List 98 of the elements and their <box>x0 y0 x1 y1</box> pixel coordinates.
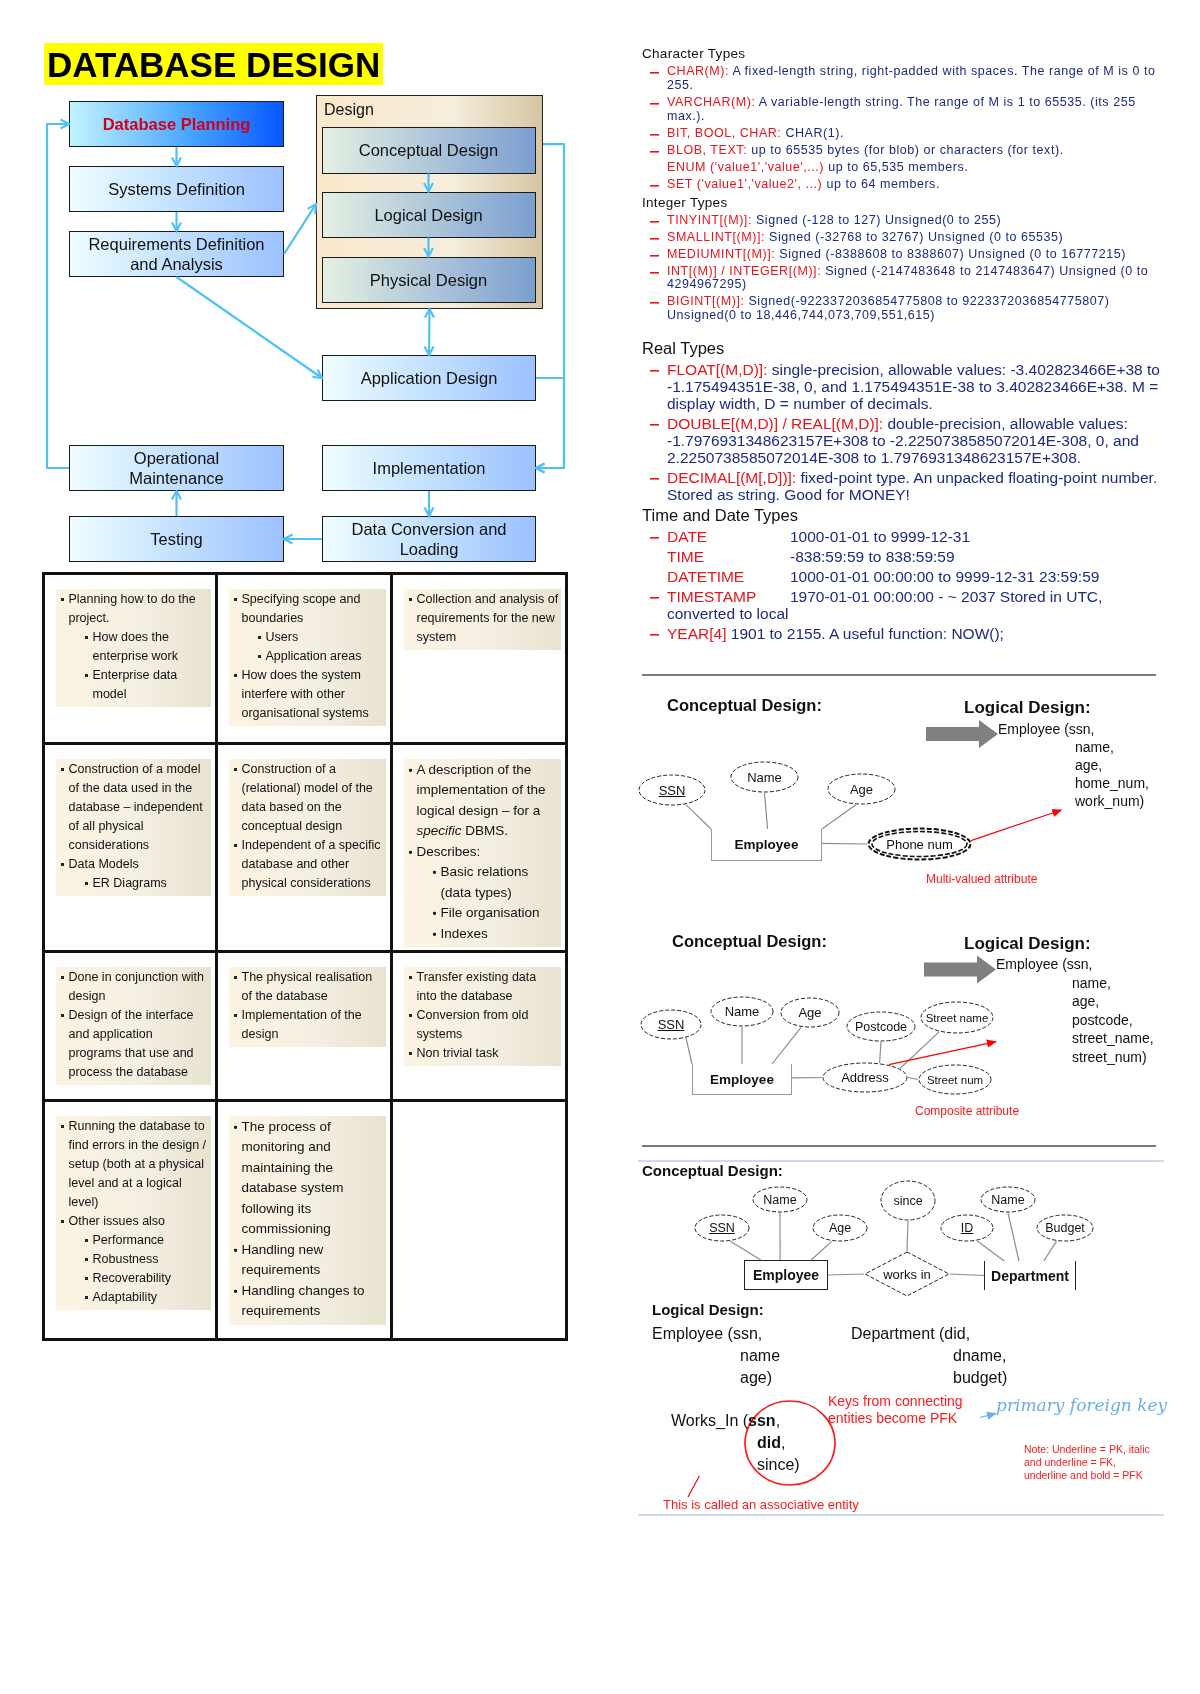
connector-line <box>685 804 712 830</box>
section-heading: Conceptual Design: <box>667 696 822 715</box>
connector-line <box>878 1041 882 1064</box>
annotation-text: This is called an associative entity <box>663 1497 913 1512</box>
relation-schema: Employee (ssn, name, age, postcode, street_name, street_num) <box>996 955 1154 1066</box>
attribute-ellipse: Name <box>710 996 774 1027</box>
attribute-ellipse: Postcode <box>846 1011 916 1042</box>
connector-line <box>949 1273 985 1277</box>
arrow <box>888 1039 997 1066</box>
arrow <box>170 147 183 168</box>
process-box: Testing <box>69 516 284 562</box>
attribute-ellipse: Age <box>812 1214 868 1242</box>
section-heading: Logical Design: <box>964 934 1091 954</box>
connector-line <box>976 1240 1005 1262</box>
section-heading: Character Types <box>642 46 747 62</box>
section-heading: Integer Types <box>642 194 729 211</box>
arrow <box>422 173 435 193</box>
attribute-ellipse: SSN <box>694 1214 750 1242</box>
leader-line <box>687 1475 700 1498</box>
annotation-text: Multi-valued attribute <box>926 872 1038 886</box>
connector-line <box>899 1031 940 1070</box>
process-box: Operational Maintenance <box>69 445 284 491</box>
annotation-text: Keys from connecting entities become PFK <box>828 1393 980 1427</box>
handwritten-note: primary foreign key <box>996 1393 1174 1417</box>
arrow <box>170 489 183 516</box>
connector-line <box>810 1240 833 1261</box>
arrow <box>422 237 435 258</box>
process-box: Conceptual Design <box>321 126 536 174</box>
arrow <box>979 1411 997 1420</box>
relation-schema: Employee (ssn, name age) <box>652 1324 781 1388</box>
arrow <box>45 118 71 470</box>
annotation-text: Composite attribute <box>915 1104 1020 1118</box>
arrow <box>423 491 435 518</box>
attribute-ellipse: Budget <box>1036 1214 1094 1242</box>
connector-line <box>907 1076 919 1081</box>
attribute-ellipse: Address <box>822 1062 908 1093</box>
multivalued-attribute-ellipse: Phone num <box>867 827 972 861</box>
connector-line <box>779 1212 781 1261</box>
attribute-ellipse: since <box>880 1180 936 1221</box>
connector-line <box>1043 1240 1057 1262</box>
process-box: Physical Design <box>321 256 536 303</box>
attribute-ellipse: SSN <box>640 1009 702 1040</box>
entity-box: Department <box>984 1261 1076 1290</box>
entity-box: Employee <box>692 1064 792 1095</box>
attribute-ellipse: Name <box>980 1186 1036 1213</box>
entity-box: Employee <box>744 1260 828 1290</box>
relationship-diamond: works in <box>864 1251 950 1297</box>
group-title: Design <box>324 101 374 119</box>
section-heading: Real Types <box>642 339 726 358</box>
arrow <box>534 376 566 474</box>
connector-line <box>685 1037 693 1065</box>
group-box <box>316 95 543 309</box>
process-box: Application Design <box>322 355 536 401</box>
type-definition: DATETIME 1000-01-01 00:00:00 to 9999-12-31 23:59:59 <box>666 568 1101 585</box>
attribute-ellipse: Street name <box>920 1001 994 1034</box>
attribute-ellipse: Name <box>730 761 799 793</box>
attribute-ellipse: Age <box>780 997 840 1028</box>
section-heading: Logical Design: <box>652 1301 764 1318</box>
block-arrow <box>926 720 998 748</box>
page-title: DATABASE DESIGN <box>44 43 384 85</box>
connector-line <box>763 792 769 830</box>
arrow <box>175 276 324 380</box>
section-heading: Conceptual Design: <box>672 932 827 951</box>
process-box: Requirements Definition and Analysis <box>69 231 284 277</box>
connector-line <box>906 1220 909 1252</box>
arrow <box>423 307 435 357</box>
connector-line <box>729 1240 762 1261</box>
connector-line <box>827 1273 865 1276</box>
relation-schema: Employee (ssn, name, age, home_num, work_num) <box>998 720 1149 810</box>
entity-box: Employee <box>711 829 822 861</box>
connector-line <box>771 1026 802 1065</box>
process-box: Database Planning <box>69 101 284 147</box>
process-box: Logical Design <box>321 191 536 238</box>
process-box: Data Conversion and Loading <box>322 516 536 562</box>
section-heading: Conceptual Design: <box>642 1162 783 1179</box>
connector-line <box>821 842 868 845</box>
type-definition: TIME -838:59:59 to 838:59:59 <box>666 548 956 565</box>
arrow <box>283 203 318 255</box>
attribute-ellipse: Name <box>752 1186 808 1213</box>
section-heading: Logical Design: <box>964 698 1091 718</box>
block-arrow <box>924 955 996 984</box>
type-definition: ENUM ('value1','value',...) up to 65,535 members. <box>666 160 970 175</box>
arrow <box>170 212 183 233</box>
attribute-ellipse: Street num <box>918 1064 992 1095</box>
process-box: Systems Definition <box>69 166 284 212</box>
relation-schema: Department (did, dname, budget) <box>851 1324 1008 1388</box>
connector-line <box>1007 1212 1020 1262</box>
connector-line <box>821 804 857 830</box>
attribute-ellipse: SSN <box>638 774 706 806</box>
note-text: Note: Underline = PK, italic and underline = FK, underline and bold = PFK <box>1024 1443 1151 1482</box>
connector-line <box>741 1026 743 1065</box>
attribute-ellipse: Age <box>827 773 896 805</box>
arrow <box>282 533 322 545</box>
connector-line <box>791 1076 823 1079</box>
arrow <box>970 809 1063 842</box>
attribute-ellipse: ID <box>940 1214 994 1242</box>
section-heading: Time and Date Types <box>642 506 799 525</box>
process-box: Implementation <box>322 445 536 491</box>
